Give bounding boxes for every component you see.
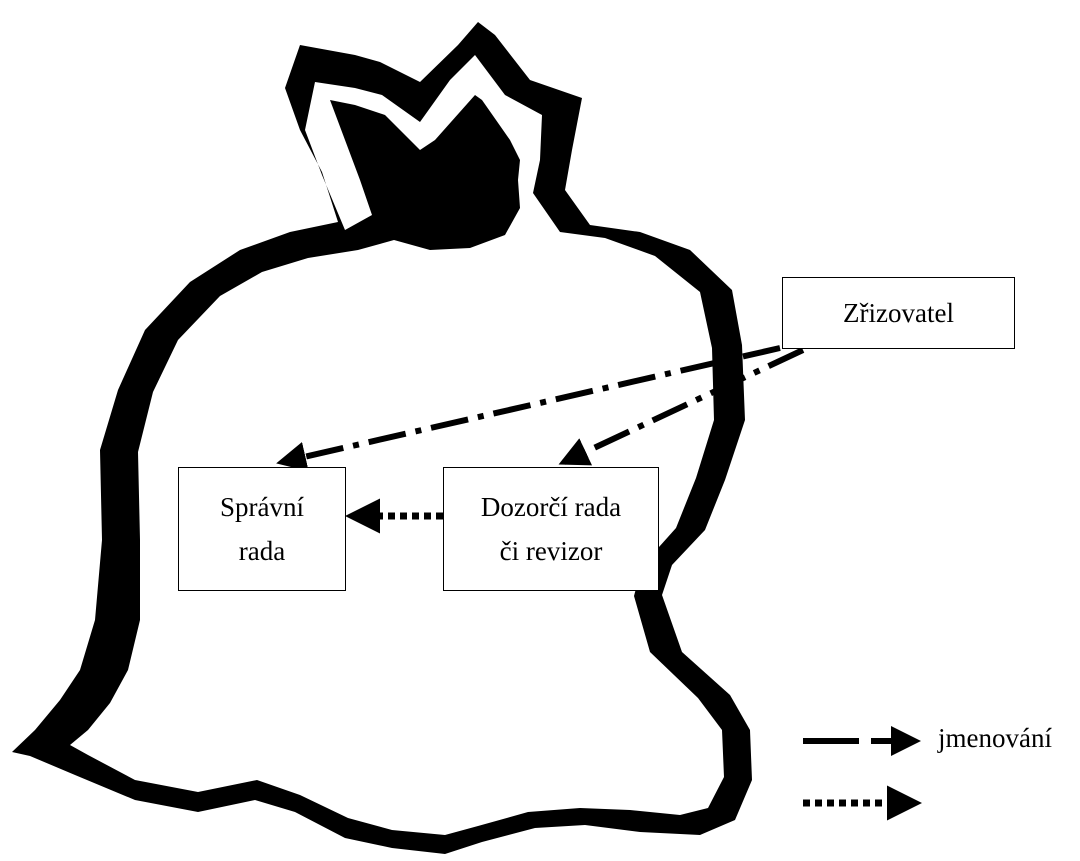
node-board-line1: Správní <box>220 492 304 522</box>
node-founder-label: Zřizovatel <box>843 298 954 328</box>
node-supervisory-line2: či revizor <box>499 536 603 566</box>
money-bag-icon <box>12 22 752 854</box>
node-supervisory: Dozorčí rada či revizor <box>443 467 659 591</box>
edge-founder-to-board <box>276 345 781 472</box>
node-founder: Zřizovatel <box>782 277 1015 349</box>
edge-founder-to-supervisory <box>558 347 805 466</box>
node-board-line2: rada <box>238 536 286 566</box>
legend-appointment-label: jmenování <box>938 723 1052 753</box>
node-supervisory-line1: Dozorčí rada <box>480 492 622 522</box>
node-board: Správní rada <box>178 467 346 591</box>
